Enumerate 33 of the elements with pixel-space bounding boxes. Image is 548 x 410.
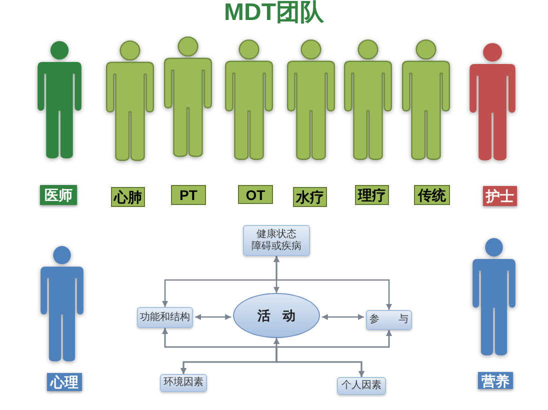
process-box [366,310,412,330]
node-text: 参 与 [370,314,408,326]
role-label [47,373,82,391]
node-text: 水疗 [296,190,324,204]
node-text: 营养 [482,374,510,388]
node-text: 环境因素 [164,377,204,389]
diagram-title: MDT团队 [224,0,324,26]
node-text: 心理 [50,375,78,389]
node-text: 个人因素 [342,380,382,392]
process-box [243,225,310,256]
role-label [171,185,206,205]
connector-arrow [322,314,364,320]
node-text: 障碍或疾病 [252,240,302,252]
node-text: 理疗 [358,188,386,202]
node-text: 传统 [418,188,446,202]
connector-arrow [195,314,232,320]
node-text: 护士 [486,189,514,203]
node-text: 功能和结构 [140,312,190,324]
role-label [478,372,513,389]
connector-arrow [274,256,392,310]
process-box [137,307,193,328]
node-text: 心肺 [114,190,142,204]
process-box [337,377,386,395]
role-label [414,185,450,205]
role-label [238,185,273,204]
node-text: 健康状态 [256,228,296,240]
process-box [160,374,207,392]
node-text: PT [180,188,198,202]
connector-arrow [276,330,392,377]
node-text: 医师 [44,188,72,202]
node-text: OT [246,188,266,202]
node-text: 活 动 [258,309,296,322]
role-label [40,185,77,205]
